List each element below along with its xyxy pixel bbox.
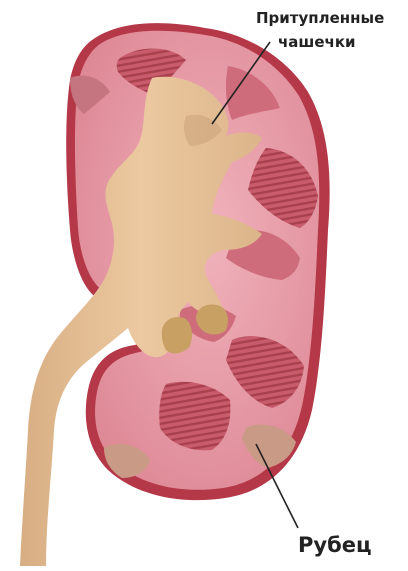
label-blunted-calyces-line2: чашечки bbox=[256, 30, 406, 54]
label-blunted-calyces: Притупленные чашечки bbox=[256, 6, 406, 54]
blunted-calyx-left bbox=[162, 317, 192, 354]
label-scar: Рубец bbox=[298, 532, 372, 558]
label-blunted-calyces-line1: Притупленные bbox=[256, 6, 406, 30]
